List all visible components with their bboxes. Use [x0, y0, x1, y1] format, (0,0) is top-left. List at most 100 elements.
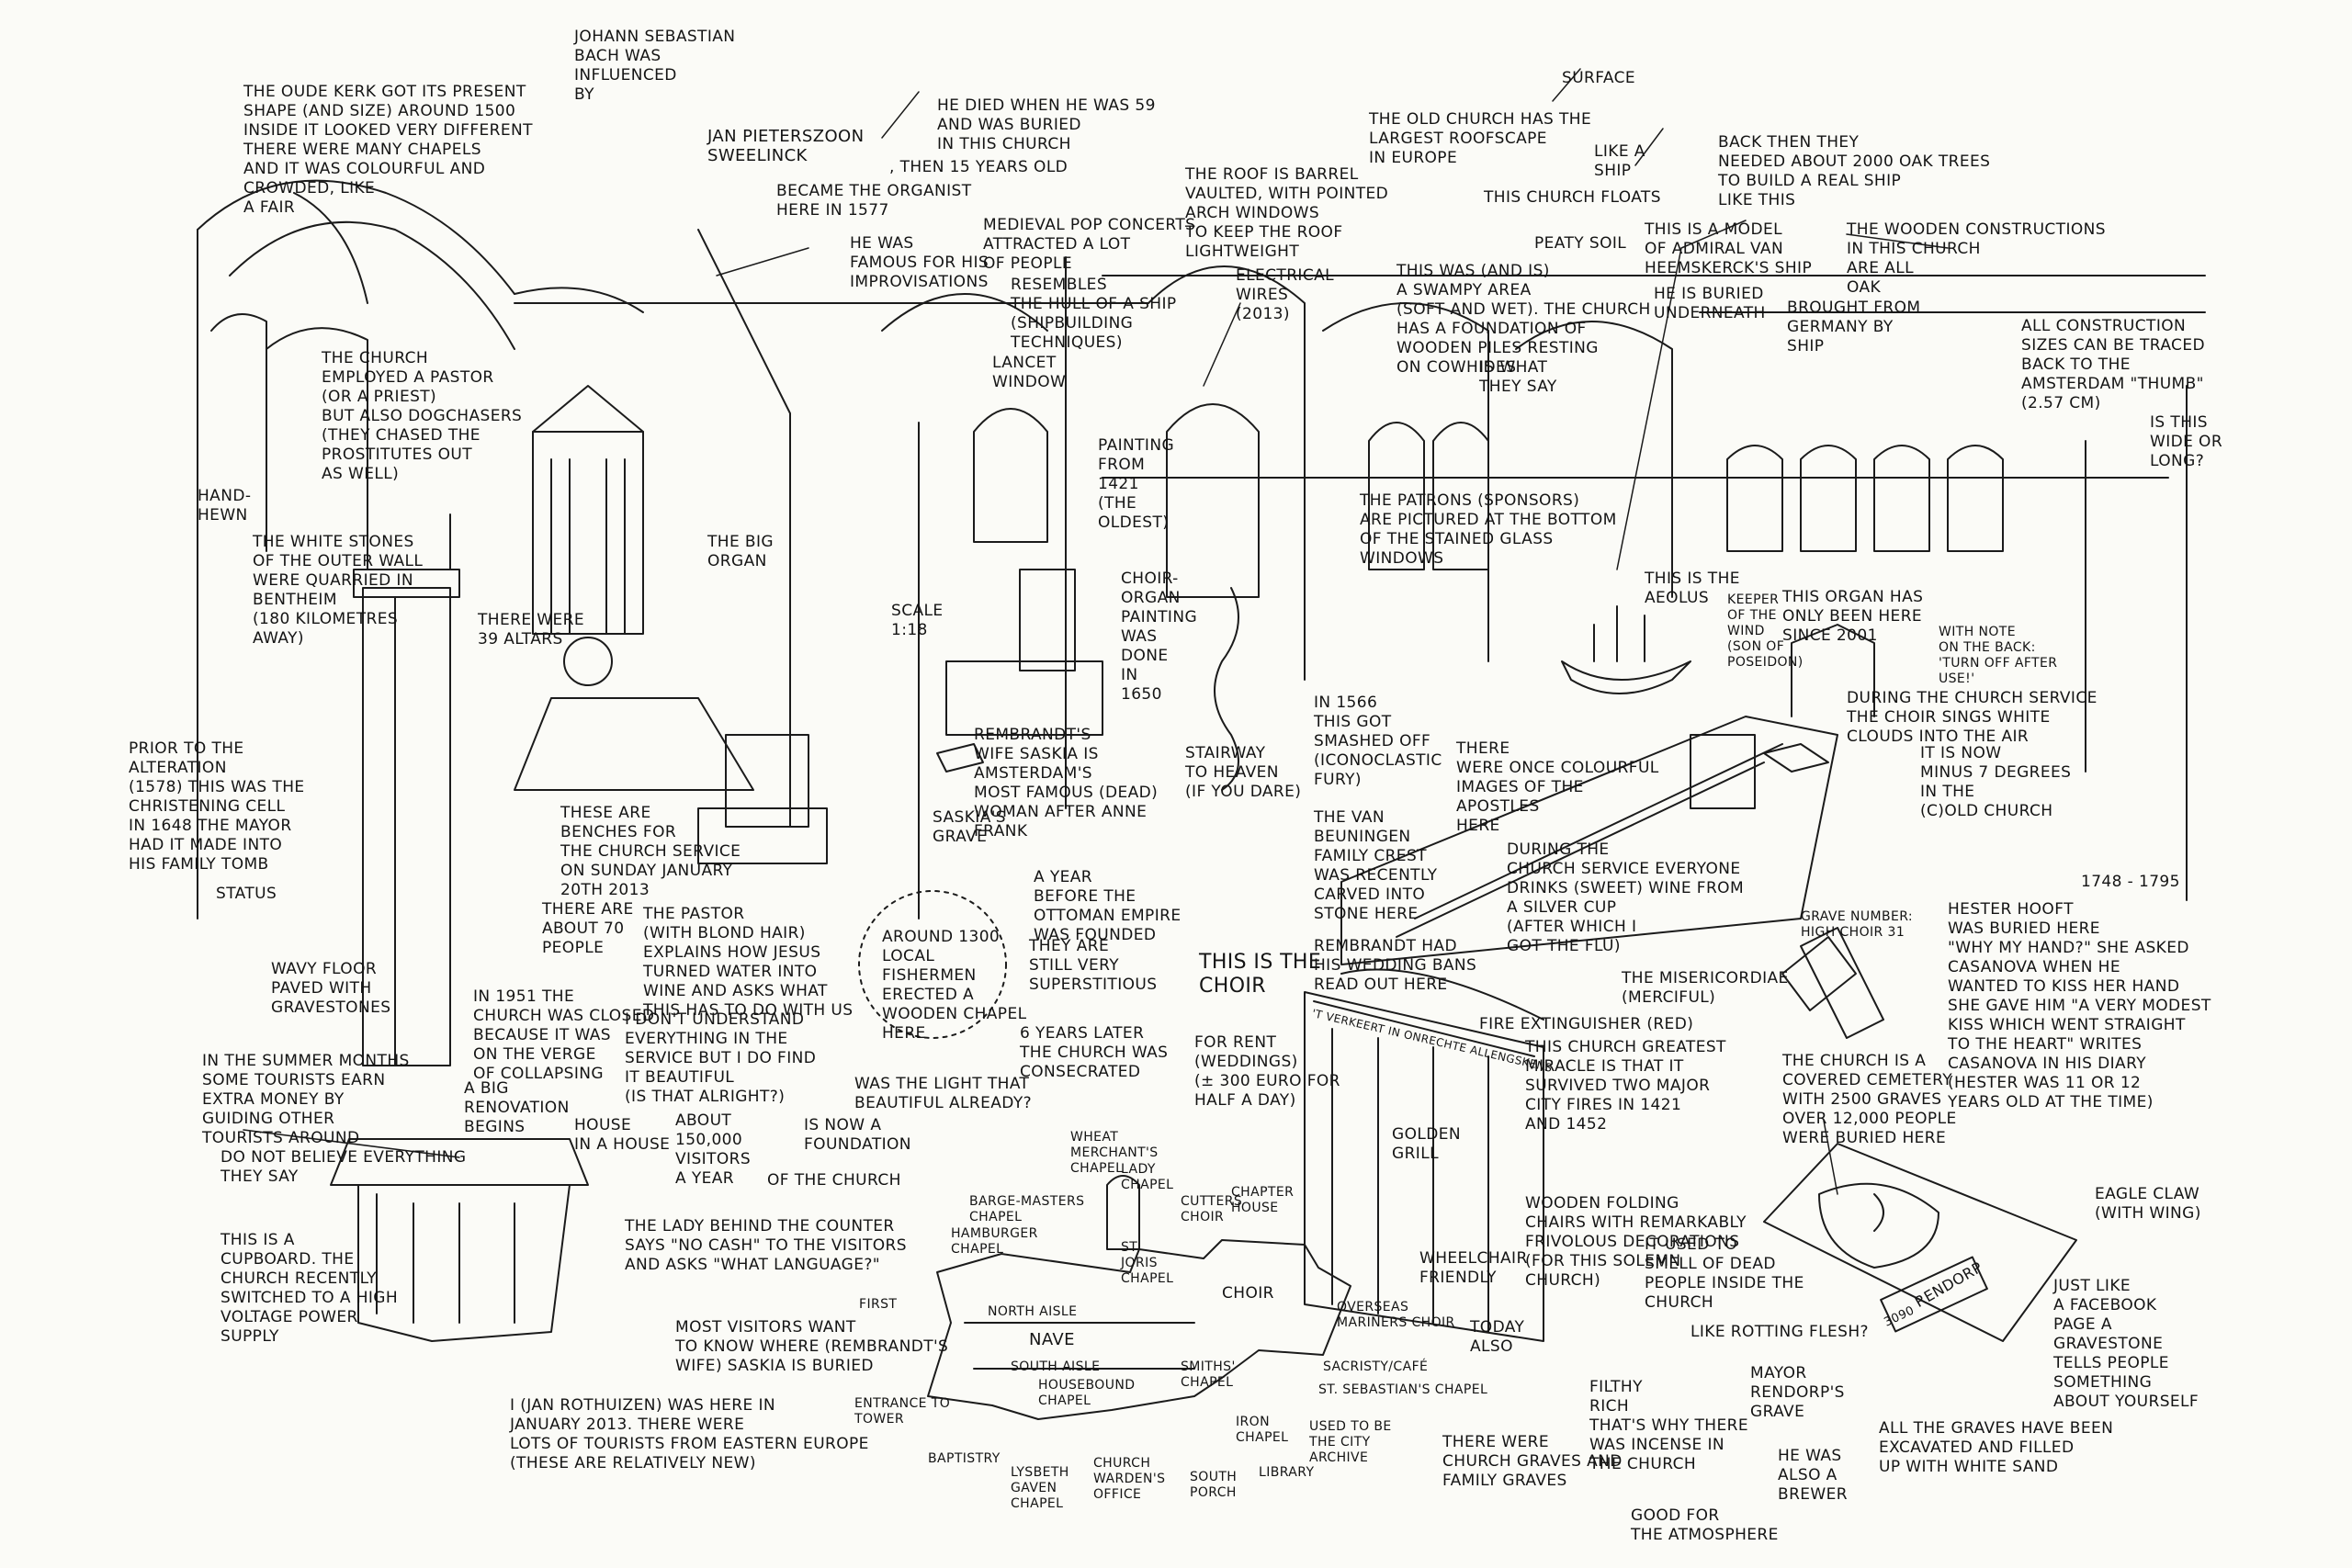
note-saskia-grave: SASKIA'S GRAVE — [933, 808, 1006, 846]
note-rembrandt-wife: REMBRANDT'S WIFE SASKIA IS AMSTERDAM'S M… — [974, 726, 1159, 840]
note-fire-ext: FIRE EXTINGUISHER (RED) — [1479, 1015, 1694, 1033]
rendorp-gravestone — [1763, 1143, 2077, 1342]
right-organ — [1690, 624, 1875, 809]
note-wheelchair: WHEELCHAIR FRIENDLY — [1419, 1249, 1528, 1287]
note-construction-thumb: ALL CONSTRUCTION SIZES CAN BE TRACED BAC… — [2021, 317, 2205, 412]
note-eagle-claw: EAGLE CLAW (WITH WING) — [2095, 1185, 2201, 1223]
plan-st-joris: ST JORIS CHAPEL — [1121, 1240, 1174, 1286]
note-of-the-church: OF THE CHURCH — [767, 1171, 901, 1190]
note-surface: SURFACE — [1562, 69, 1636, 87]
note-buried-underneath: HE IS BURIED UNDERNEATH — [1654, 285, 1766, 322]
note-sweelinck-name: JAN PIETERSZOON SWEELINCK — [707, 127, 865, 165]
note-church-graves: THERE WERE CHURCH GRAVES AND FAMILY GRAV… — [1442, 1433, 1623, 1490]
note-around-1300: AROUND 1300 LOCAL FISHERMEN ERECTED A WO… — [882, 928, 1027, 1043]
gothic-windows — [973, 403, 2004, 598]
note-germany: BROUGHT FROM GERMANY BY SHIP — [1787, 299, 1921, 355]
note-scale: SCALE 1:18 — [891, 602, 944, 639]
note-patrons: THE PATRONS (SPONSORS) ARE PICTURED AT T… — [1360, 491, 1617, 568]
plan-barge-masters: BARGE-MASTERS CHAPEL — [969, 1194, 1085, 1224]
plan-chapter-house: CHAPTER HOUSE — [1231, 1185, 1295, 1215]
plan-cutters-choir: CUTTERS CHOIR — [1181, 1194, 1243, 1224]
note-oak-trees: BACK THEN THEY NEEDED ABOUT 2000 OAK TRE… — [1718, 133, 1991, 209]
ship-model — [1561, 605, 1691, 694]
right-columns — [1065, 256, 2188, 901]
plan-entrance: ENTRANCE TO TOWER — [854, 1396, 951, 1427]
note-benches: THESE ARE BENCHES FOR THE CHURCH SERVICE… — [560, 804, 741, 899]
choir-organ — [945, 569, 1103, 736]
note-miracle: THIS CHURCH GREATEST MIRACLE IS THAT IT … — [1525, 1038, 1726, 1134]
note-renovation: A BIG RENOVATION BEGINS — [464, 1079, 570, 1136]
big-organ — [514, 385, 754, 791]
note-barrel-roof: THE ROOF IS BARREL VAULTED, WITH POINTED… — [1185, 165, 1389, 261]
note-sweelinck-age: , THEN 15 YEARS OLD — [889, 158, 1069, 176]
note-all-graves: ALL THE GRAVES HAVE BEEN EXCAVATED AND F… — [1879, 1419, 2114, 1476]
plan-houseground: HOUSEBOUND CHAPEL — [1038, 1378, 1136, 1408]
note-hooft: HESTER HOOFT WAS BURIED HERE "WHY MY HAN… — [1948, 900, 2211, 1111]
note-resembles-hull: RESEMBLES THE HULL OF A SHIP (SHIPBUILDI… — [1011, 276, 1177, 352]
note-choir-organ: CHOIR- ORGAN PAINTING WAS DONE IN 1650 — [1121, 570, 1198, 704]
note-model-ship: THIS IS A MODEL OF ADMIRAL VAN HEEMSKERC… — [1645, 220, 1813, 277]
note-cupboard: THIS IS A CUPBOARD. THE CHURCH RECENTLY … — [220, 1231, 399, 1346]
leader-lines — [243, 68, 1949, 1195]
plan-baptistry: BAPTISTRY — [928, 1451, 1001, 1466]
note-christening: PRIOR TO THE ALTERATION (1578) THIS WAS … — [129, 739, 305, 874]
note-golden-grill: GOLDEN GRILL — [1392, 1125, 1461, 1163]
wine-table — [1763, 743, 1829, 773]
note-wavy: WAVY FLOOR PAVED WITH GRAVESTONES — [271, 960, 391, 1017]
plan-nave: NAVE — [1029, 1330, 1075, 1349]
plan-wardens: CHURCH WARDEN'S OFFICE — [1093, 1456, 1166, 1502]
note-organ-2001: THIS ORGAN HAS ONLY BEEN HERE SINCE 2001 — [1782, 588, 1924, 645]
note-swampy: THIS WAS (AND IS) A SWAMPY AREA (SOFT AN… — [1396, 262, 1651, 377]
note-apostles: THERE WERE ONCE COLOURFUL IMAGES OF THE … — [1456, 739, 1659, 835]
note-know-where: MOST VISITORS WANT TO KNOW WHERE (REMBRA… — [675, 1318, 949, 1375]
note-status: STATUS — [216, 885, 277, 903]
note-superstitious: THEY ARE STILL VERY SUPERSTITIOUS — [1029, 937, 1158, 994]
note-bach: JOHANN SEBASTIAN BACH WAS INFLUENCED BY — [574, 28, 736, 104]
note-wooden-chairs: WOODEN FOLDING CHAIRS WITH REMARKABLY FR… — [1525, 1194, 1747, 1290]
note-filthy-rich: FILTHY RICH THAT'S WHY THERE WAS INCENSE… — [1589, 1378, 1748, 1473]
pulpit — [697, 734, 828, 864]
note-six-years: 6 YEARS LATER THE CHURCH WAS CONSECRATED — [1020, 1024, 1169, 1081]
note-do-not-believe: DO NOT BELIEVE EVERYTHING THEY SAY — [220, 1148, 467, 1186]
note-stairway: STAIRWAY TO HEAVEN (IF YOU DARE) — [1185, 744, 1302, 801]
plan-hamburger: HAMBURGER CHAPEL — [951, 1226, 1038, 1257]
note-electrical: ELECTRICAL WIRES (2013) — [1236, 266, 1335, 323]
hooft-gravestone — [1781, 927, 1884, 1039]
plan-south-aisle: SOUTH AISLE — [1011, 1359, 1101, 1374]
plan-st-sebastian: ST. SEBASTIAN'S CHAPEL — [1318, 1382, 1488, 1397]
note-wooden-oak: THE WOODEN CONSTRUCTIONS IN THIS CHURCH … — [1847, 220, 2106, 297]
note-mayor-grave: MAYOR RENDORP'S GRAVE — [1750, 1364, 1845, 1421]
note-today-also: TODAY ALSO — [1470, 1318, 1525, 1356]
note-altars: THERE WERE 39 ALTARS — [478, 611, 584, 649]
note-minus-7: IT IS NOW MINUS 7 DEGREES IN THE (C)OLD … — [1920, 744, 2072, 820]
note-lancet: LANCET WINDOW — [992, 354, 1067, 391]
note-painting-1421: PAINTING FROM 1421 (THE OLDEST) — [1098, 436, 1175, 532]
note-brewer: HE WAS ALSO A BREWER — [1778, 1447, 1848, 1504]
note-foundation: IS NOW A FOUNDATION — [804, 1116, 911, 1154]
note-cup: DURING THE CHURCH SERVICE EVERYONE DRINK… — [1507, 840, 1745, 955]
saskia-grave-marker — [936, 743, 984, 773]
note-hooft-dates: 1748 - 1795 — [2081, 873, 2180, 891]
note-no-cash: THE LADY BEHIND THE COUNTER SAYS "NO CAS… — [625, 1217, 907, 1274]
plan-south-porch: SOUTH PORCH — [1190, 1470, 1238, 1500]
note-famous: HE WAS FAMOUS FOR HIS IMPROVISATIONS — [850, 234, 989, 291]
note-year-before: A YEAR BEFORE THE OTTOMAN EMPIRE WAS FOU… — [1034, 868, 1182, 944]
plan-city-archive: USED TO BE THE CITY ARCHIVE — [1309, 1419, 1392, 1465]
note-smell: IT USED TO SMELL OF DEAD PEOPLE INSIDE T… — [1645, 1235, 1804, 1312]
note-like-a-ship: LIKE A SHIP — [1594, 142, 1645, 180]
note-seventy: THERE ARE ABOUT 70 PEOPLE — [542, 900, 634, 957]
note-first: FIRST — [859, 1297, 898, 1312]
note-floats: THIS CHURCH FLOATS — [1484, 188, 1661, 207]
note-cemetery: THE CHURCH IS A COVERED CEMETERY WITH 25… — [1782, 1052, 1957, 1147]
note-peaty: PEATY SOIL — [1534, 234, 1627, 253]
cupboard — [330, 1138, 589, 1342]
note-white-stones: THE WHITE STONES OF THE OUTER WALL WERE … — [253, 533, 424, 648]
note-pastor-blond: THE PASTOR (WITH BLOND HAIR) EXPLAINS HO… — [643, 905, 854, 1020]
note-1566: IN 1566 THIS GOT SMASHED OFF (ICONOCLAST… — [1314, 694, 1442, 789]
note-visitors: ABOUT 150,000 VISITORS A YEAR — [675, 1111, 752, 1188]
plan-north-aisle: NORTH AISLE — [988, 1304, 1078, 1319]
note-light: WAS THE LIGHT THAT BEAUTIFUL ALREADY? — [854, 1075, 1033, 1112]
note-misericordiae: THE MISERICORDIAE (MERCIFUL) — [1622, 969, 1789, 1007]
light-circle — [858, 890, 1007, 1039]
